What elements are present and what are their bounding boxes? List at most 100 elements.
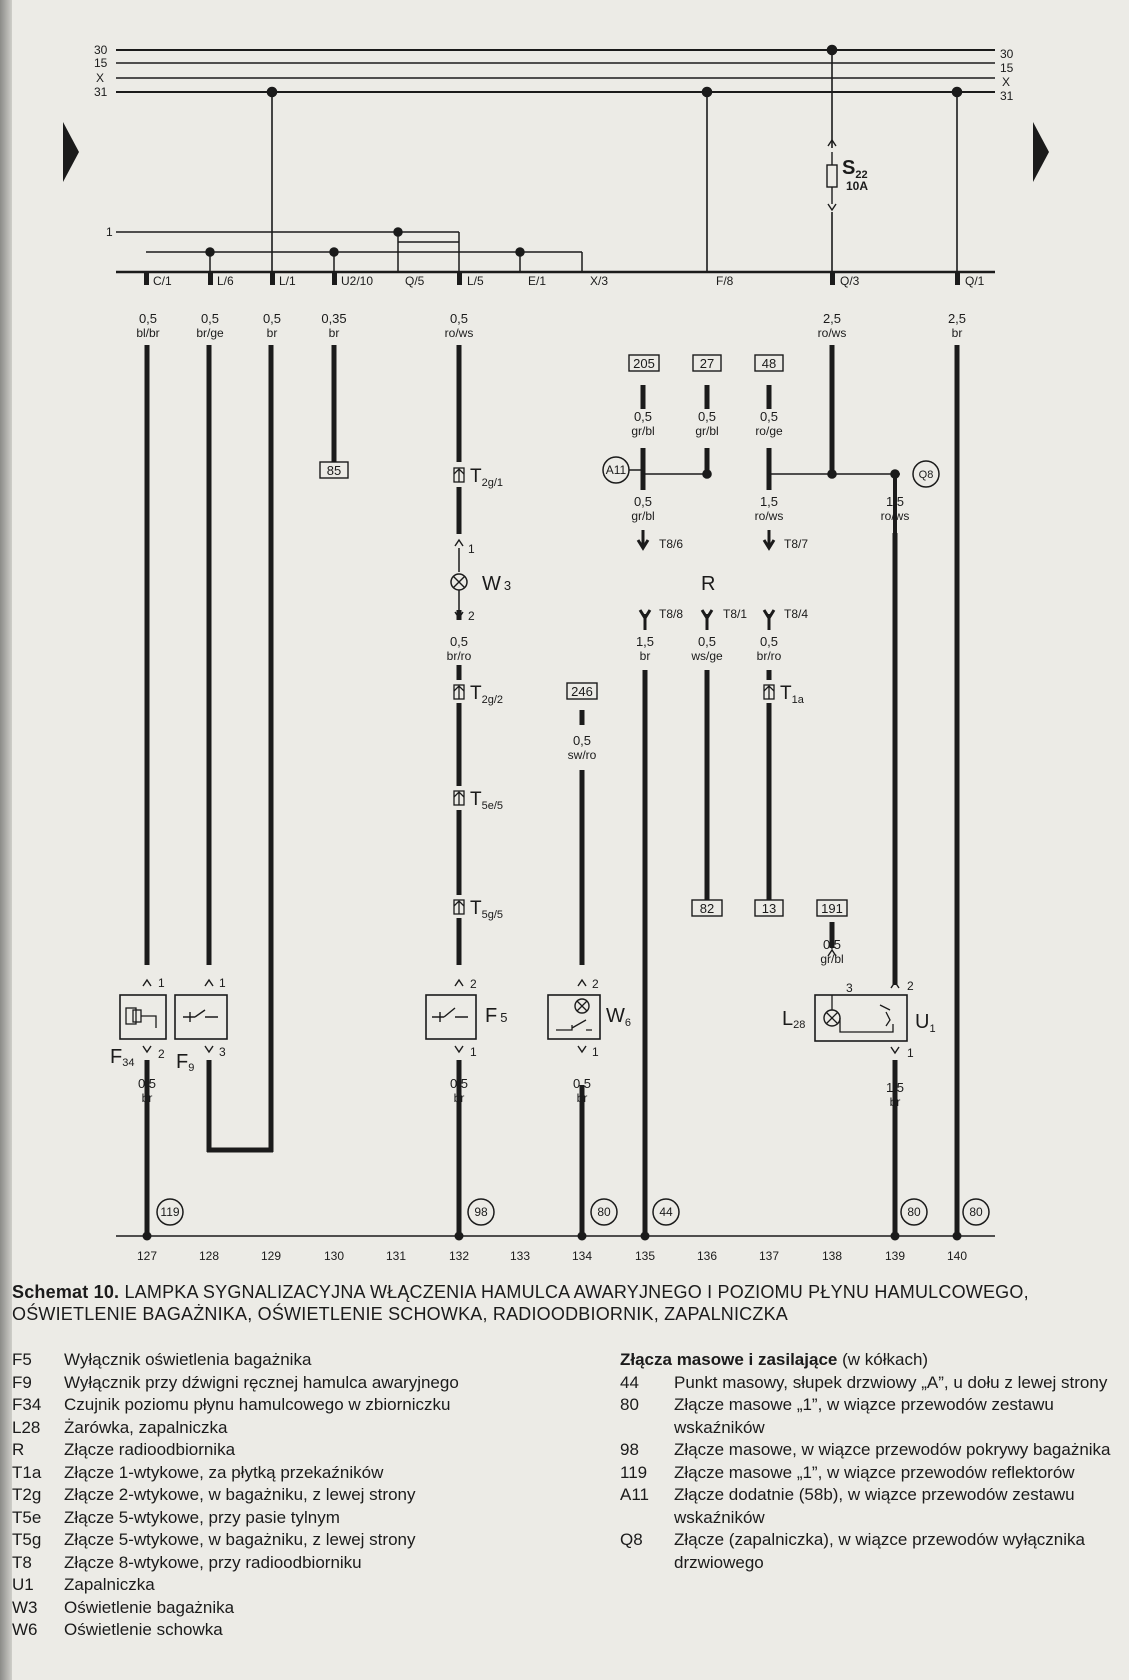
ground-text: Złącze dodatnie (58b), w wiązce przewodó… (674, 1485, 1075, 1527)
wire-size-132: 0,5 (450, 311, 468, 326)
legend-text: Zapalniczka (64, 1575, 155, 1594)
connector-f8: F/8 (716, 274, 734, 288)
legend-code: W3 (12, 1597, 38, 1617)
wire-size-129: 0,5 (263, 311, 281, 326)
radio-wire-labels-lower: 1,5 br 0,5 ws/ge 0,5 br/ro (636, 634, 782, 663)
svg-text:139: 139 (885, 1249, 905, 1263)
svg-text:F9: F9 (176, 1051, 194, 1074)
svg-text:82: 82 (700, 901, 714, 916)
svg-text:T2g/2: T2g/2 (470, 683, 503, 706)
radio-wire-color-27: gr/bl (695, 424, 718, 438)
ground-dots (142, 1231, 962, 1241)
legend-code: T5e (12, 1507, 42, 1527)
radio-wire-labels-mid: 0,5 gr/bl 1,5 ro/ws 1,5 ro/ws (631, 494, 909, 523)
connector-t5g5: T5g/5 (453, 898, 503, 921)
svg-text:2: 2 (907, 979, 914, 993)
svg-text:136: 136 (697, 1249, 717, 1263)
next-page-arrow[interactable] (1033, 122, 1049, 182)
t8-8-label: T8/8 (659, 607, 683, 621)
wire-color-140: br (952, 326, 963, 340)
ground-code: A11 (620, 1485, 649, 1504)
svg-text:80: 80 (907, 1205, 921, 1219)
svg-text:U1: U1 (915, 1011, 936, 1035)
legend-text: Wyłącznik oświetlenia bagażnika (64, 1350, 312, 1369)
ref-box-48: 48 (754, 354, 784, 372)
svg-text:137: 137 (759, 1249, 779, 1263)
l28-wire-label: 0,5 gr/bl (820, 937, 843, 966)
svg-text:85: 85 (327, 463, 341, 478)
svg-text:sw/ro: sw/ro (568, 748, 597, 762)
bottom-color-132: br (454, 1091, 465, 1105)
legend-text: Wyłącznik przy dźwigni ręcznej hamulca a… (64, 1372, 459, 1392)
radio-label: R (701, 573, 715, 595)
prev-page-arrow[interactable] (63, 122, 79, 182)
svg-text:T5e/5: T5e/5 (470, 789, 503, 812)
radio-wire-color-48: ro/ge (755, 424, 783, 438)
wire-size-139: 2,5 (823, 311, 841, 326)
bottom-wire-labels: 0,5 br 0,5 br 0,5 br 1,5 br (138, 1076, 904, 1109)
diagram-caption: Schemat 10. LAMPKA SYGNALIZACYJNA WŁĄCZE… (12, 1281, 1112, 1325)
svg-text:191: 191 (821, 901, 843, 916)
bus-labels-left: 30 15 X 31 (94, 43, 108, 99)
ground-legend: Złącza masowe i zasilające (w kółkach) 4… (620, 1349, 1120, 1574)
svg-text:80: 80 (969, 1205, 983, 1219)
radio-wire-size-a11: 0,5 (634, 494, 652, 509)
connector-e1: E/1 (528, 274, 546, 288)
legend-text: Złącze 5-wtykowe, przy pasie tylnym (64, 1507, 340, 1527)
t8-4-label: T8/4 (784, 607, 808, 621)
stub-line: 1 (106, 225, 583, 272)
svg-text:1: 1 (219, 976, 226, 990)
ref-box-27: 27 (692, 354, 722, 372)
wire-color-127: bl/br (136, 326, 159, 340)
svg-text:130: 130 (324, 1249, 344, 1263)
connector-pins (144, 272, 960, 285)
svg-text:133: 133 (510, 1249, 530, 1263)
caption-title: LAMPKA SYGNALIZACYJNA WŁĄCZENIA HAMULCA … (12, 1282, 1029, 1324)
svg-text:F34: F34 (110, 1046, 134, 1069)
fuse-label: S22 (842, 157, 868, 181)
radio-wire-size-48: 0,5 (760, 409, 778, 424)
bus-labels-right: 30 15 X 31 (1000, 47, 1014, 103)
ground-text: Złącze masowe „1”, w wiązce przewodów re… (674, 1462, 1075, 1482)
ref-box-191: 191 (816, 899, 848, 917)
ground-item: A11 Złącze dodatnie (58b), w wiązce przew… (620, 1484, 1120, 1529)
svg-text:L28: L28 (782, 1008, 805, 1031)
connector-l5: L/5 (467, 274, 484, 288)
svg-text:T1a: T1a (780, 683, 805, 706)
legend-code: T5g (12, 1530, 42, 1549)
wire-color-130: br (329, 326, 340, 340)
sensor-f34: 1 2 F34 (110, 976, 167, 1069)
ground-text: Punkt masowy, słupek drzwiowy „A”, u doł… (674, 1372, 1108, 1392)
legend-text: Złącze 2-wtykowe, w bagażniku, z lewej s… (64, 1485, 416, 1504)
bottom-size-139: 1,5 (886, 1080, 904, 1095)
ground-circles: 119 98 80 44 80 80 (156, 1198, 990, 1226)
radio-wire-color-a11: gr/bl (631, 509, 654, 523)
ref-box-246: 246 (566, 682, 598, 700)
bus-taps (266, 44, 963, 272)
connector-t5e5: T5e/5 (453, 789, 503, 812)
legend-code: F34 (12, 1395, 42, 1414)
ground-80-b: 80 (900, 1198, 928, 1226)
bus-label-x: X (96, 71, 104, 85)
ground-text: Złącze masowe „1”, w wiązce przewodów ze… (674, 1395, 1054, 1437)
ground-code: 119 (620, 1462, 648, 1482)
wiring-diagram: 30 15 X 31 30 15 X 31 S22 10A 1 (63, 43, 1049, 1263)
svg-text:2: 2 (592, 977, 599, 991)
t-connectors: T2g/1 T2g/2 T5e/5 T5g/5 T1a (453, 466, 805, 921)
ground-80-a: 80 (590, 1198, 618, 1226)
connector-q1: Q/1 (965, 274, 985, 288)
ground-119: 119 (156, 1198, 184, 1226)
reference-boxes: 85 205 27 48 246 82 13 191 (319, 354, 848, 917)
wire-size-130: 0,35 (321, 311, 346, 326)
legend-code: T8 (12, 1552, 32, 1572)
fuse-rating: 10A (846, 179, 868, 193)
radio-wire-size-q8: 1,5 (886, 494, 904, 509)
